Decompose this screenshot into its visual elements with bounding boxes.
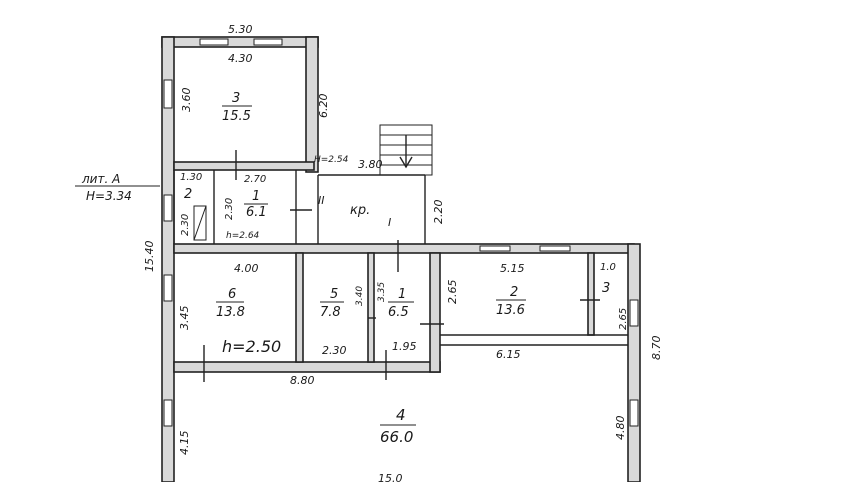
room-area: 15.5 [222, 109, 251, 124]
dim-label: Н=3.34 [86, 189, 132, 203]
room-number: 3 [232, 91, 240, 106]
dim-label: h=2.50 [222, 337, 281, 356]
window [199, 38, 229, 46]
window [539, 245, 571, 252]
wall-mid-1 [173, 161, 315, 171]
wall-right-outer [627, 243, 641, 482]
dim-label: 4.15 [178, 431, 191, 456]
dim-label: 5.30 [228, 23, 253, 36]
room-number: 1 [398, 287, 406, 302]
dim-label: 3.45 [178, 306, 191, 331]
wall-left-outer [161, 36, 175, 482]
marker-roman: I [388, 216, 391, 229]
dim-label: 4.30 [228, 52, 253, 65]
window [629, 299, 639, 327]
wall-partition-c [429, 252, 441, 373]
dim-label: 2.65 [446, 280, 459, 305]
room-area: 6.1 [246, 205, 267, 220]
room-number: 4 [396, 406, 406, 424]
dim-label: 3.40 [355, 286, 365, 306]
window [163, 194, 173, 222]
dim-label: 6.15 [496, 348, 521, 361]
window [163, 274, 173, 302]
room-number: 6 [228, 287, 236, 302]
dim-label: 2.30 [180, 214, 191, 236]
window [163, 399, 173, 427]
dim-label: h=2.64 [226, 231, 260, 241]
room-area: 7.8 [320, 305, 341, 320]
room-number: кр. [350, 203, 370, 218]
dim-label: Н=2.54 [314, 155, 349, 165]
room-area: 66.0 [380, 428, 413, 446]
window [479, 245, 511, 252]
room-number: 2 [510, 285, 518, 300]
dim-label: 3.60 [180, 88, 193, 113]
dim-label: 8.80 [290, 374, 315, 387]
dim-label: 3.80 [358, 158, 383, 171]
room-number: 2 [184, 187, 192, 202]
window [629, 399, 639, 427]
window [253, 38, 283, 46]
room-number: 1 [252, 189, 260, 204]
window [163, 79, 173, 109]
dim-label: 15.40 [143, 241, 156, 273]
marker-roman: II [318, 194, 325, 207]
room-number: 5 [330, 287, 338, 302]
wall-partition-b [367, 252, 375, 363]
dim-label: 1.0 [600, 262, 616, 273]
room-area: 13.6 [496, 303, 525, 318]
wall-top [161, 36, 319, 48]
dim-label: 1.95 [392, 340, 417, 353]
dim-label: 2.70 [244, 174, 266, 185]
dim-label: 8.70 [650, 336, 663, 361]
dim-label: 4.00 [234, 262, 259, 275]
dim-label: 4.80 [614, 416, 627, 441]
dim-label: 2.20 [432, 200, 445, 225]
room-area: 6.5 [388, 305, 409, 320]
room-number: 3 [602, 281, 610, 296]
wall-right-top [305, 36, 319, 173]
stairs [379, 124, 433, 176]
dim-label: 1.30 [180, 172, 202, 183]
dim-label: 5.15 [500, 262, 525, 275]
wall-partition-d [587, 252, 595, 336]
dim-label: 2.65 [618, 308, 629, 330]
dim-label: 2.30 [224, 198, 235, 220]
dim-label: лит. А [81, 172, 120, 186]
wall-mid-3 [173, 361, 441, 373]
room-area: 13.8 [216, 305, 245, 320]
wall-partition-a [295, 252, 304, 363]
dim-label: 3.35 [377, 282, 387, 302]
dim-label: 6.20 [317, 94, 330, 119]
dim-label: 15.0 [378, 472, 403, 482]
dim-label: 2.30 [322, 344, 347, 357]
